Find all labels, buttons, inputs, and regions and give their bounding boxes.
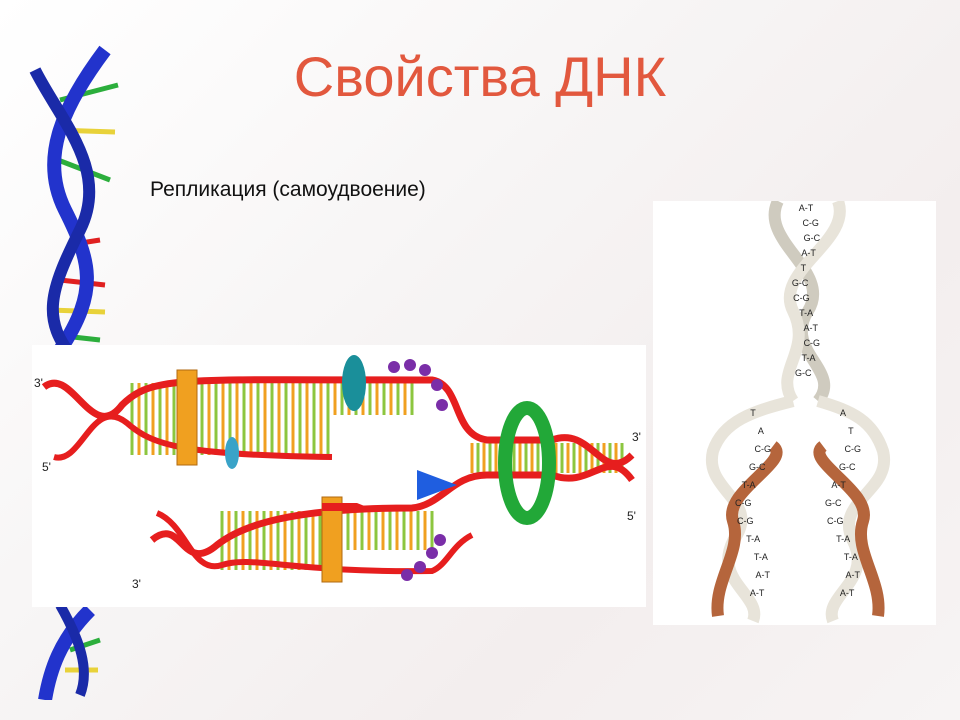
base-pair-label: C-G [827,516,844,526]
base-pair-label: T-A [799,308,813,318]
parent-strand-a [768,198,831,405]
label-5prime-left: 5' [42,460,51,474]
replication-fork-diagram: 3' 5' 3' 5' 3' [32,345,646,607]
base-pair-label: G-C [804,233,821,243]
base-pair-label: G-C [749,462,766,472]
right-new-strand [813,441,885,617]
teal-clamp-top [342,355,366,411]
base-pair-label: G-C [839,462,856,472]
base-pair-label: C-G [735,498,752,508]
bottom-arrow [322,503,367,511]
bottom-new-strand [155,510,474,575]
base-pair-label: C-G [844,444,861,454]
decorative-dna-helix-image [29,45,119,700]
base-pair-label: A-T [845,570,860,580]
parent-base-pairs: A-T C-G G-C A-T T G-C C-G T-A A-T C-G T-A G-C [792,203,821,378]
base-pair-label: G-C [825,498,842,508]
base-pair-label: T-A [754,552,768,562]
base-pair-label: T [848,426,854,436]
primer-protein [225,437,239,469]
base-pair-label: A [758,426,764,436]
base-pair-label: A-T [755,570,770,580]
label-3prime-top-left: 3' [34,376,43,390]
polymerase-block-bottom [321,496,343,583]
right-daughter-base-pairs: AT C-G G-C A-T G-C C-G T-A T-A A-T A-T [825,408,861,598]
slide-title: Свойства ДНК [293,45,667,108]
replication-fork-svg: 3' 5' 3' 5' 3' [34,355,641,591]
base-pair-label: T-A [844,552,858,562]
label-3prime-bottom: 3' [132,577,141,591]
left-new-strand [711,441,783,617]
base-pair-label: A-T [831,480,846,490]
primase-triangle [417,470,457,500]
base-pair-label: A-T [804,323,819,333]
base-pair-label: C-G [804,338,821,348]
base-pair-label: G-C [792,278,809,288]
base-pair-label: C-G [754,444,771,454]
base-pair-label: C-G [802,218,819,228]
double-helix-svg: A-TC-GG-CA-TTG-CC-GT-AA-TC-GT-AG-C TAC-G… [705,198,891,624]
bottom-parent-strand [149,462,635,558]
base-pair-label: T-A [801,353,815,363]
base-pair-label: T-A [742,480,756,490]
base-pair-label: T [750,408,756,418]
label-3prime-right: 3' [632,430,641,444]
base-pair-label: T-A [746,534,760,544]
base-pair-label: A [840,408,846,418]
base-pair-label: A-T [750,588,765,598]
base-pair-label: C-G [793,293,810,303]
label-5prime-right: 5' [627,509,636,523]
helicase-ring [498,401,556,525]
parent-strand-b [781,198,846,405]
base-pair-label: A-T [799,203,814,213]
base-pair-label: T [801,263,807,273]
ssb-proteins [388,359,448,581]
left-daughter-base-pairs: TA C-G G-C T-A C-G C-G T-A T-A A-T A-T [735,408,771,598]
base-pair-label: A-T [840,588,855,598]
base-pair-label: C-G [737,516,754,526]
base-pair-label: G-C [795,368,812,378]
slide-subtitle: Репликация (самоудвоение) [150,178,426,201]
polymerase-block-top [176,369,198,466]
base-pair-label: T-A [836,534,850,544]
base-pair-label: A-T [801,248,816,258]
